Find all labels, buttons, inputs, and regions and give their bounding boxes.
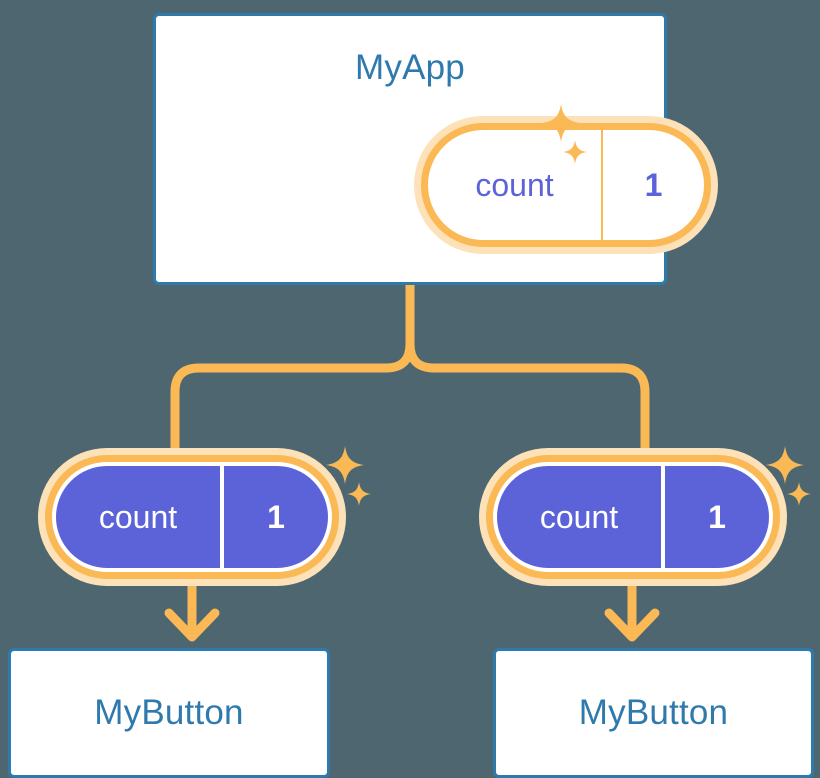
state-pill-right[interactable]: count 1: [493, 462, 773, 572]
sparkle-icon: [542, 104, 580, 142]
state-key-label: count: [428, 130, 603, 240]
sparkle-small-icon: [563, 140, 587, 164]
sparkle-small-icon: [787, 482, 811, 506]
component-title-mybutton: MyButton: [578, 693, 729, 732]
state-value-label: 1: [644, 166, 663, 203]
sparkle-icon: [326, 446, 364, 484]
component-card-myapp[interactable]: MyApp count 1: [153, 13, 711, 285]
state-key-label: count: [56, 466, 224, 568]
state-value-label: 1: [708, 498, 726, 535]
component-title-mybutton: MyButton: [94, 693, 244, 732]
branch-connector-left-icon: [170, 280, 415, 463]
sparkle-small-icon: [347, 482, 371, 506]
state-value-label: 1: [267, 498, 285, 535]
sparkle-icon: [766, 446, 804, 484]
state-pill-myapp[interactable]: count 1: [421, 123, 711, 247]
state-key-label: count: [497, 466, 665, 568]
branch-connector-right-icon: [405, 280, 650, 463]
component-title-myapp: MyApp: [355, 48, 465, 87]
component-card-mybutton-right[interactable]: MyButton: [493, 648, 814, 778]
state-pill-left[interactable]: count 1: [52, 462, 332, 572]
state-pill-body: count 1: [493, 462, 773, 572]
state-pill-body: count 1: [421, 123, 711, 247]
state-pill-body: count 1: [52, 462, 332, 572]
arrow-down-left-icon: [164, 608, 220, 642]
component-card-mybutton-left[interactable]: MyButton: [8, 648, 330, 778]
arrow-down-right-icon: [604, 608, 660, 642]
